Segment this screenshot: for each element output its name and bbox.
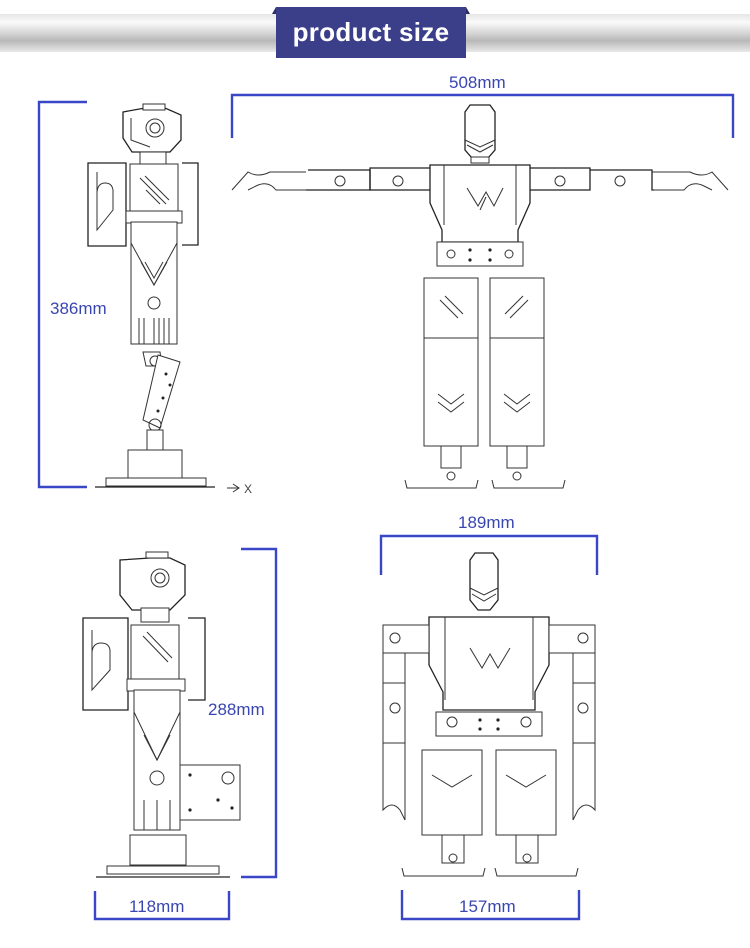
bracket-157mm: [400, 890, 581, 921]
dimension-label-386mm: 386mm: [50, 299, 107, 318]
axis-x-marker: X: [244, 482, 253, 496]
dimension-label-288mm: 288mm: [208, 700, 265, 719]
dimension-label-189mm: 189mm: [458, 513, 515, 532]
dimension-label-508mm: 508mm: [449, 73, 506, 92]
side-view-standing: [82, 551, 241, 878]
front-view-arms-extended: [231, 104, 729, 489]
bracket-118mm: [93, 891, 231, 921]
page-title: product size: [272, 7, 470, 58]
bracket-508mm: [230, 93, 735, 138]
front-view-standing: [382, 552, 596, 877]
side-view-arms-raised: [87, 103, 240, 493]
bracket-288mm: [241, 547, 278, 879]
bracket-386mm: [37, 100, 87, 489]
dimension-label-157mm: 157mm: [459, 897, 516, 916]
bracket-189mm: [379, 534, 599, 575]
dimension-label-118mm: 118mm: [129, 897, 185, 916]
